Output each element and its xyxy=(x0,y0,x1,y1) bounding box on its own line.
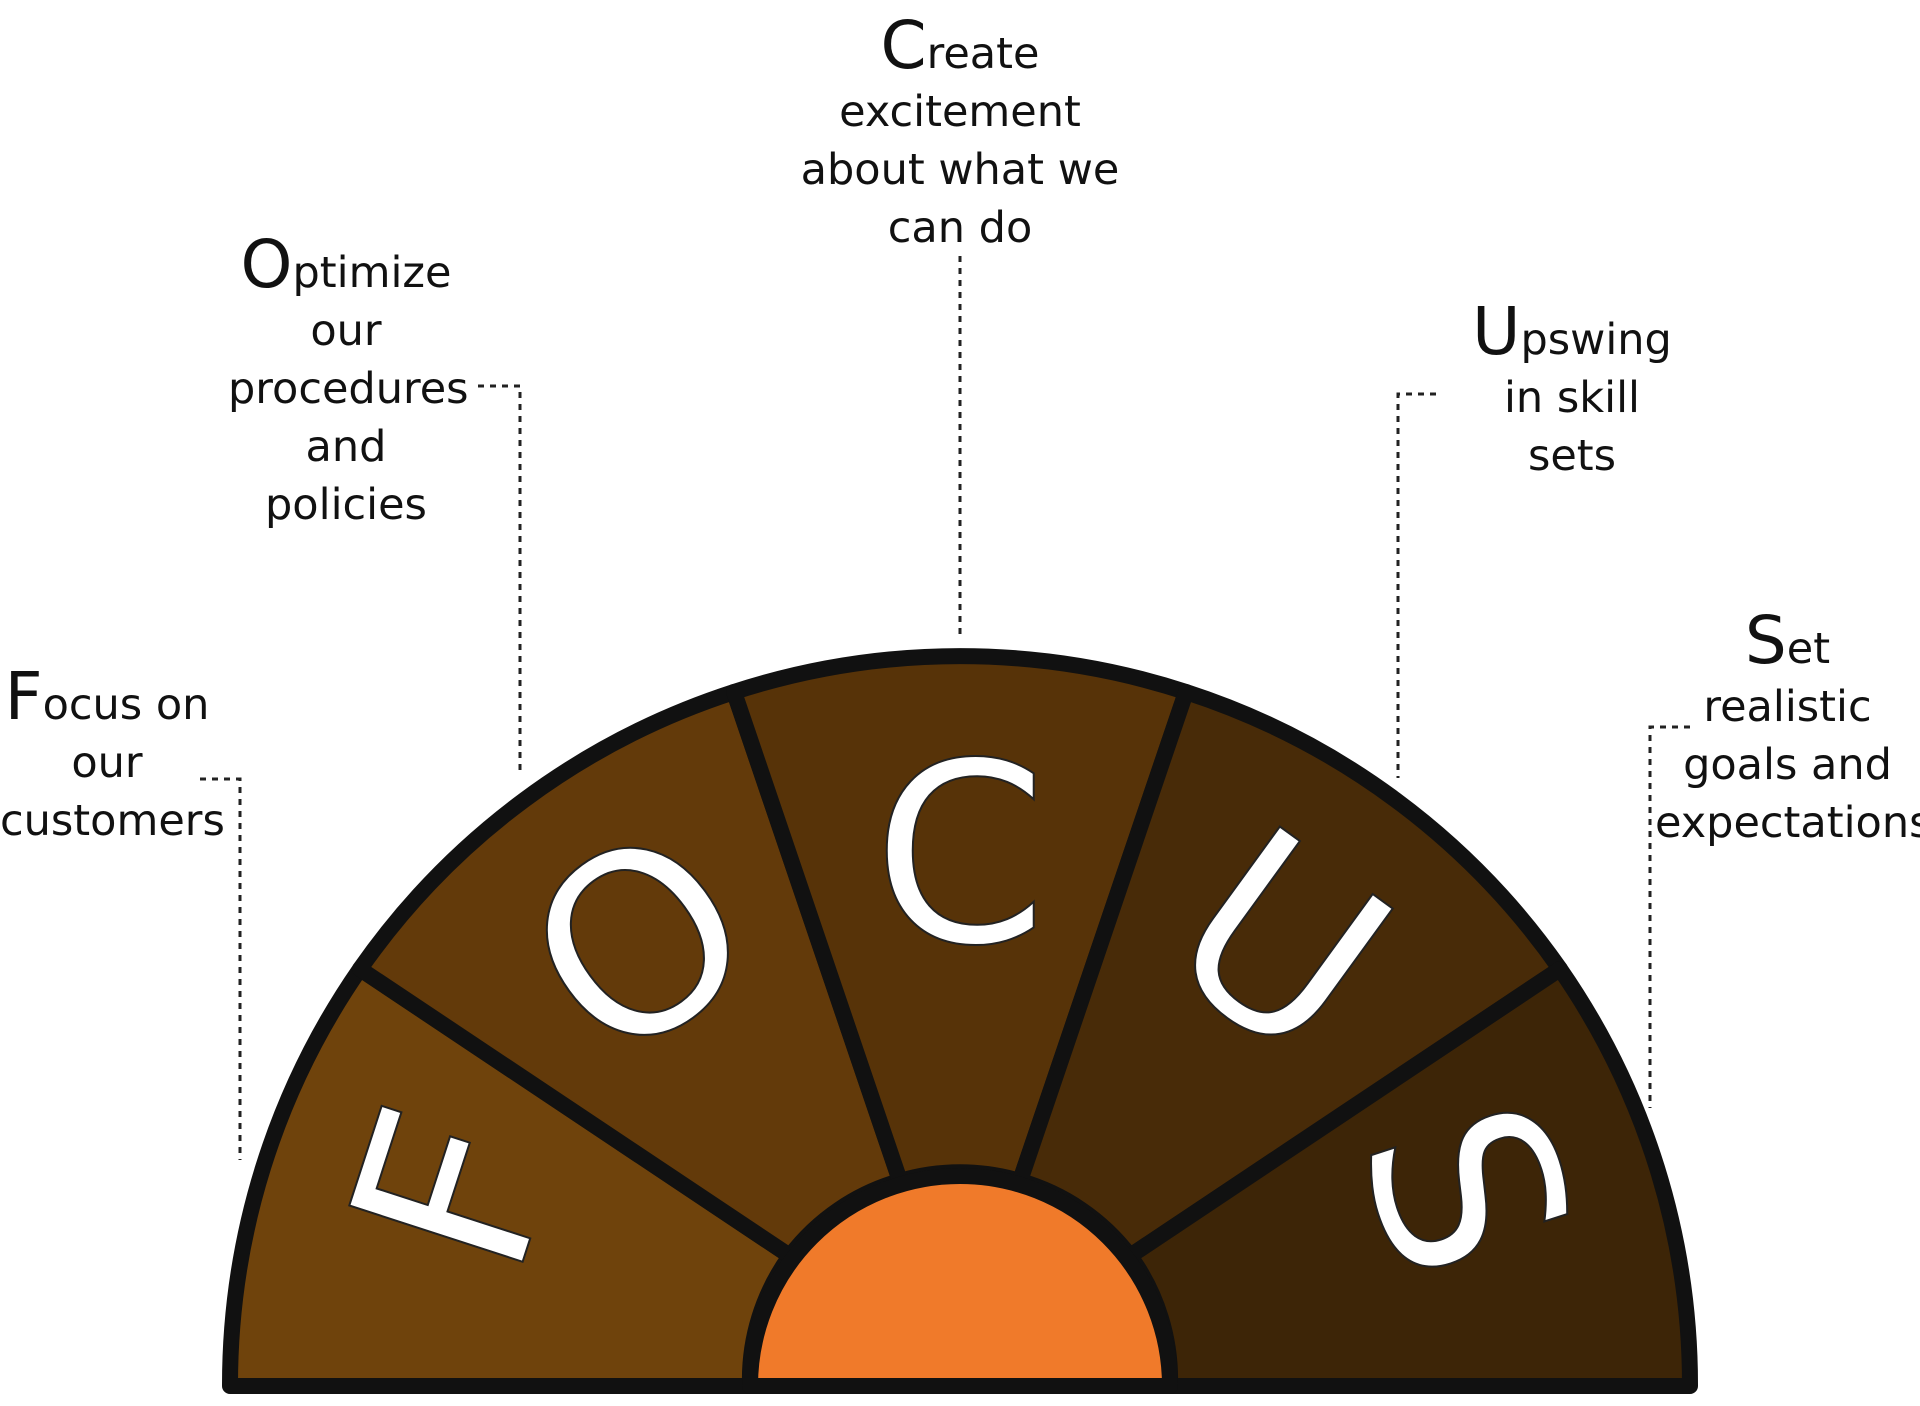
label-c-line: can do xyxy=(887,203,1033,253)
label-s-line: expectations xyxy=(1655,798,1920,848)
label-s-line: goals and xyxy=(1683,740,1892,790)
label-s-line: realistic xyxy=(1703,682,1872,732)
leader-line-u xyxy=(1396,392,1436,778)
label-upswing-skill-sets: Upswing in skill sets xyxy=(1466,299,1678,485)
leader-line-f xyxy=(200,777,242,1160)
label-f-first-line: Focus on xyxy=(0,664,214,734)
label-optimize-procedures: Optimize our procedures and policies xyxy=(228,232,469,534)
label-c-initial: C xyxy=(880,7,927,84)
label-u-line: in skill xyxy=(1503,373,1640,423)
label-c-rest: reate xyxy=(926,29,1040,79)
label-u-rest: pswing xyxy=(1520,315,1672,365)
label-c-line: excitement xyxy=(839,87,1081,137)
label-u-initial: U xyxy=(1472,293,1521,370)
label-u-first-line: Upswing xyxy=(1466,299,1678,369)
label-s-rest: et xyxy=(1786,624,1831,674)
leader-line-o xyxy=(478,384,522,770)
label-o-line: policies xyxy=(265,480,427,530)
label-f-line: customers xyxy=(0,796,225,846)
label-s-initial: S xyxy=(1744,602,1787,679)
leader-line-s xyxy=(1648,725,1690,1108)
sector-letter-c: C xyxy=(873,710,1048,1001)
label-c-first-line: Create xyxy=(800,13,1120,83)
leader-lines xyxy=(200,256,1690,1160)
label-f-initial: F xyxy=(4,658,43,735)
label-o-line: procedures xyxy=(228,364,469,414)
label-u-line: sets xyxy=(1527,431,1617,481)
label-focus-on-customers: Focus on our customers xyxy=(0,664,225,850)
label-o-rest: ptimize xyxy=(292,248,452,298)
label-f-line: our xyxy=(71,738,143,788)
label-o-line: and xyxy=(305,422,387,472)
label-f-rest: ocus on xyxy=(42,680,210,730)
center-hub xyxy=(742,1168,1178,1394)
label-set-realistic-goals: Set realistic goals and expectations xyxy=(1655,608,1920,852)
label-o-initial: O xyxy=(240,226,293,303)
label-o-line: our xyxy=(310,306,382,356)
semicircle-wheel xyxy=(221,648,1699,1394)
label-o-first-line: Optimize xyxy=(228,232,464,302)
label-s-first-line: Set xyxy=(1655,608,1920,678)
label-c-line: about what we xyxy=(800,145,1120,195)
label-create-excitement: Create excitement about what we can do xyxy=(800,13,1120,257)
